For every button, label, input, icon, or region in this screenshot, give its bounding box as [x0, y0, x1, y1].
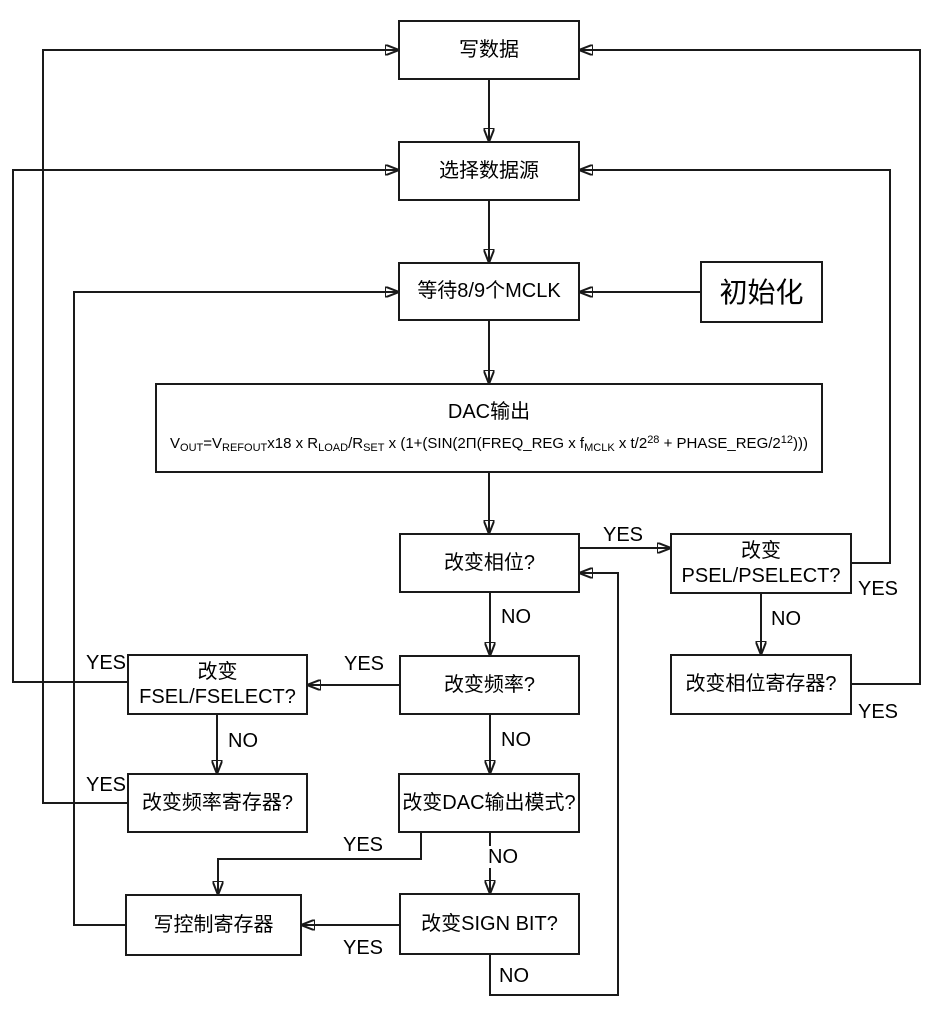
node-change-dac-output-mode: 改变DAC输出模式?: [398, 773, 580, 833]
label-psel-no: NO: [770, 608, 802, 630]
edge-fsel-yes-to-select: [12, 170, 398, 683]
node-change-frequency-label: 改变频率?: [443, 673, 536, 696]
node-change-fsel: 改变 FSEL/FSELECT?: [127, 654, 308, 715]
node-change-fsel-label: 改变 FSEL/FSELECT?: [139, 660, 296, 708]
edge-phase-reg-yes-to-write: [580, 50, 921, 685]
node-change-frequency: 改变频率?: [399, 655, 580, 715]
node-change-sign-bit-label: 改变SIGN BIT?: [421, 912, 558, 935]
label-phase-register-yes: YES: [857, 701, 900, 723]
node-init-label: 初始化: [719, 276, 804, 308]
label-sign-bit-yes: YES: [342, 937, 385, 959]
node-dac-output-title: DAC输出: [447, 400, 531, 423]
label-fsel-no: NO: [227, 730, 259, 752]
node-dac-output: DAC输出 VOUT=VREFOUTx18 x RLOAD/RSET x (1+…: [155, 383, 823, 473]
label-change-phase-no: NO: [500, 606, 532, 628]
node-change-sign-bit: 改变SIGN BIT?: [399, 893, 580, 955]
edge-freq-reg-yes-to-write: [42, 50, 398, 804]
node-change-psel-label: 改变 PSEL/PSELECT?: [681, 539, 841, 587]
edge-psel-yes-to-select: [580, 170, 891, 564]
label-frequency-register-yes: YES: [85, 774, 128, 796]
label-fsel-yes: YES: [85, 652, 128, 674]
node-write-control-register: 写控制寄存器: [125, 894, 302, 956]
node-change-frequency-register-label: 改变频率寄存器?: [141, 791, 294, 814]
label-dac-mode-no: NO: [487, 846, 519, 868]
node-change-phase: 改变相位?: [399, 533, 580, 593]
node-wait-mclk: 等待8/9个MCLK: [398, 262, 580, 321]
node-write-data-label: 写数据: [459, 38, 519, 61]
label-psel-yes: YES: [857, 578, 900, 600]
label-dac-mode-yes: YES: [342, 834, 385, 856]
node-dac-output-formula: VOUT=VREFOUTx18 x RLOAD/RSET x (1+(SIN(2…: [170, 433, 808, 454]
node-select-data-source-label: 选择数据源: [439, 159, 539, 182]
node-write-data: 写数据: [398, 20, 580, 80]
label-change-frequency-no: NO: [500, 729, 532, 751]
label-sign-bit-no: NO: [498, 965, 530, 987]
node-change-psel: 改变 PSEL/PSELECT?: [670, 533, 852, 594]
node-change-frequency-register: 改变频率寄存器?: [127, 773, 308, 833]
node-wait-mclk-label: 等待8/9个MCLK: [417, 280, 561, 302]
label-change-frequency-yes: YES: [343, 653, 386, 675]
node-select-data-source: 选择数据源: [398, 141, 580, 201]
edge-control-to-wait: [73, 292, 398, 926]
node-change-phase-label: 改变相位?: [443, 551, 536, 574]
node-change-dac-output-mode-label: 改变DAC输出模式?: [402, 791, 576, 814]
edge-dac-mode-yes-to-control: [218, 833, 422, 894]
node-write-control-register-label: 写控制寄存器: [153, 913, 274, 936]
label-change-phase-yes: YES: [602, 524, 645, 546]
node-change-phase-register-label: 改变相位寄存器?: [685, 673, 837, 695]
edge-sign-no-loop-to-phase: [489, 573, 619, 996]
node-init: 初始化: [700, 261, 823, 323]
node-change-phase-register: 改变相位寄存器?: [670, 654, 852, 715]
